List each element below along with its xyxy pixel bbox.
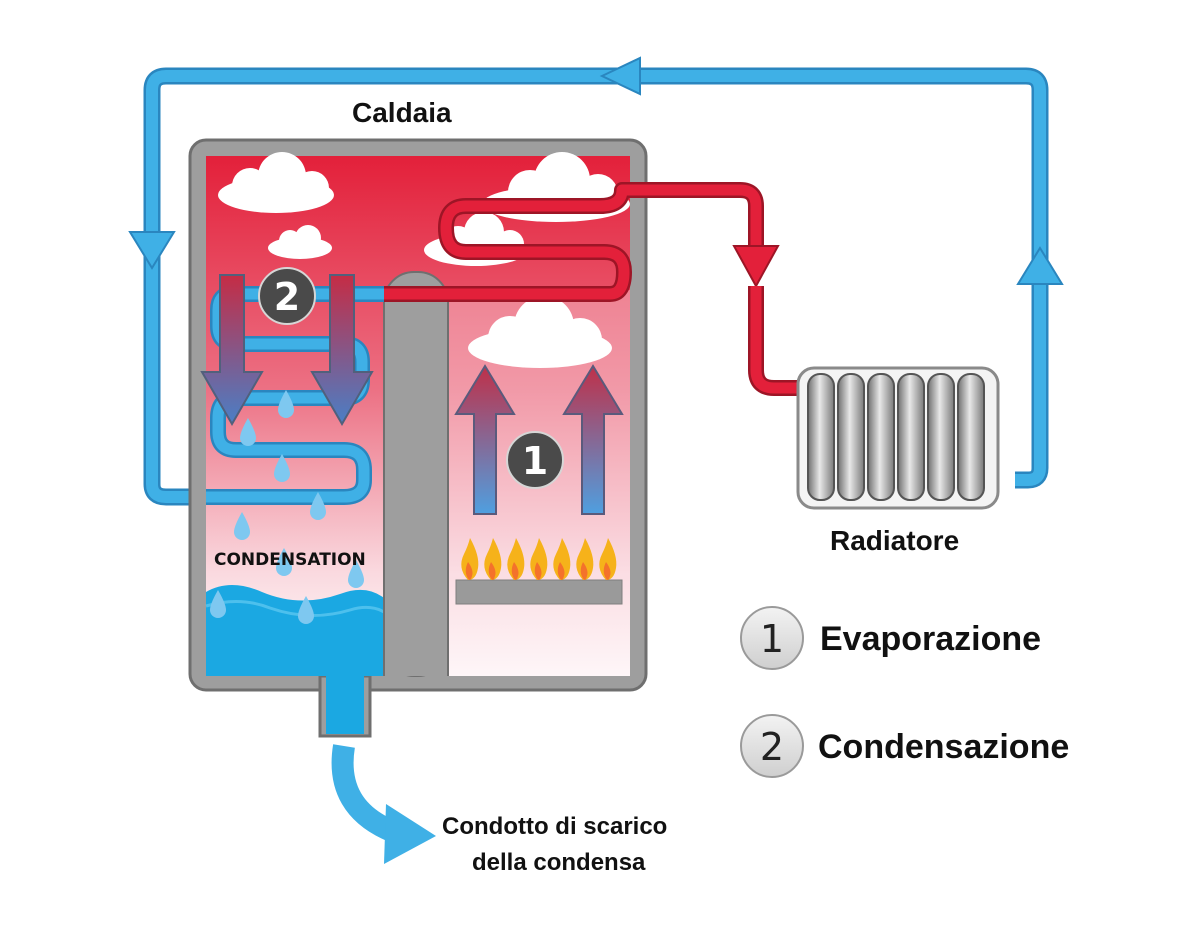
steam-cloud [468, 296, 612, 368]
radiator [796, 366, 1000, 510]
flame-icon [507, 538, 525, 580]
badge-number: 2 [274, 275, 300, 319]
flame-icon [553, 538, 571, 580]
drain-label-line2: della condensa [472, 849, 646, 876]
hot-supply-pipe [748, 286, 800, 396]
flame-core-icon [603, 562, 611, 580]
flow-arrow-left-icon [599, 56, 641, 96]
hot-heat-exchanger-coil [384, 182, 764, 302]
radiator-label: Radiatore [830, 525, 959, 556]
drain-label-line1: Condotto di scarico [442, 813, 667, 840]
water-droplet-icon [210, 390, 364, 624]
flame-icon [576, 538, 594, 580]
boiler-label: Caldaia [352, 97, 452, 128]
flame-icon [599, 538, 617, 580]
flame-icon [484, 538, 502, 580]
flame-icon [461, 538, 479, 580]
legend-label: Evaporazione [820, 620, 1041, 658]
flue-gas-down-arrow-icon [200, 274, 264, 427]
badge-evaporation: 1 [506, 431, 564, 489]
drain-flow-arrow-icon [331, 744, 436, 864]
badge-number: 1 [522, 439, 548, 483]
badge-condensation: 2 [258, 267, 316, 325]
flame-core-icon [557, 562, 565, 580]
flow-arrow-up-icon [1016, 246, 1064, 285]
burner-plate [455, 579, 623, 605]
hot-flow-arrow-down-icon [732, 245, 780, 289]
flame-core-icon [580, 562, 588, 580]
hot-gas-up-arrow-icon [562, 364, 624, 515]
hot-gas-up-arrow-icon [454, 364, 516, 515]
legend-number: 1 [760, 617, 784, 661]
flame-core-icon [534, 562, 542, 580]
flow-arrow-down-icon [128, 231, 176, 270]
cold-return-pipe [143, 67, 1049, 506]
steam-cloud [268, 225, 332, 259]
burner-flames [461, 538, 617, 580]
flame-core-icon [488, 562, 496, 580]
flame-core-icon [511, 562, 519, 580]
steam-cloud [218, 152, 334, 213]
condensation-tag: CONDENSATION [214, 550, 366, 570]
legend-label: Condensazione [818, 728, 1069, 766]
flame-core-icon [465, 562, 473, 580]
condensate-water [206, 585, 384, 676]
legend-item-evaporation: 1 Evaporazione [740, 606, 1041, 670]
flame-icon [530, 538, 548, 580]
flue-gas-down-arrow-icon [310, 274, 374, 427]
legend-number: 2 [760, 725, 784, 769]
legend-item-condensation: 2 Condensazione [740, 714, 1069, 778]
legend: 1 Evaporazione 2 Condensazione [740, 606, 1069, 778]
